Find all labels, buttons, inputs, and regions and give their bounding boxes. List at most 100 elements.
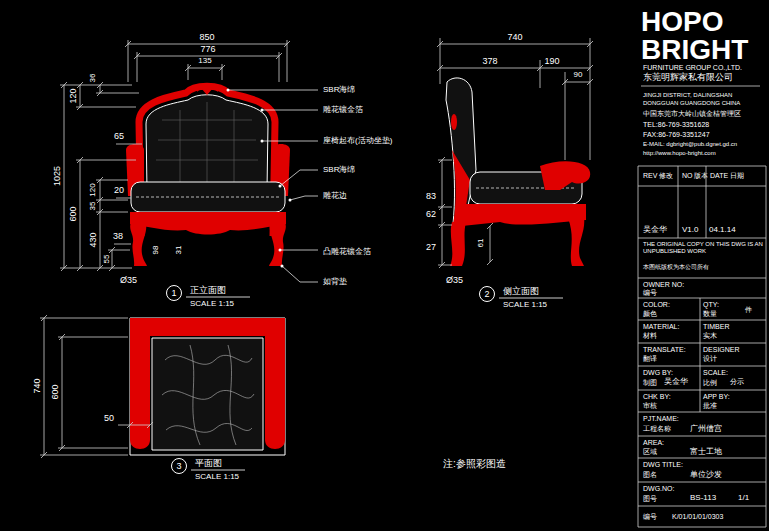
title-block-text: 件	[745, 306, 752, 313]
dimension-value: 740	[507, 33, 522, 42]
side-view-chair	[568, 218, 584, 266]
title-block-text: 制图	[643, 379, 657, 386]
dimension-value: 62	[426, 210, 436, 219]
title-block-lines	[641, 86, 760, 87]
title-block-text: 本图纸版权为本公司所有	[643, 264, 709, 270]
plan-view-chair	[130, 318, 285, 455]
view-number: 3	[176, 462, 181, 471]
callout-leader-dots	[279, 249, 282, 252]
view-title-underlines	[186, 297, 563, 470]
company-logo-text: FURNITURE GROUP CO.,LTD.	[643, 64, 742, 71]
callout-leader-dots	[289, 199, 292, 202]
title-block-text: MATERIAL:	[643, 323, 679, 330]
plan-view-dimension-lines	[41, 315, 65, 458]
dimension-value: 740	[33, 378, 42, 393]
dimension-value: 98	[152, 246, 160, 255]
title-block-text: QTY:	[703, 301, 719, 308]
title-block-text: 吴金华	[664, 378, 688, 386]
title-block-lines	[678, 166, 706, 412]
view-title: SCALE 1:15	[503, 301, 547, 309]
title-block-text: 比例	[703, 379, 717, 386]
title-block-text: 图号	[643, 495, 657, 502]
title-block-text: THE ORIGINAL COPY ON THIS DWG IS AN UNPU…	[643, 241, 763, 255]
side-view-dimension-lines	[437, 41, 593, 85]
company-address: JINGJI DISTRICT, DALINGSHAN	[643, 92, 732, 98]
view-title: 侧立面图	[503, 287, 539, 296]
view-number-circle: 2	[479, 286, 495, 302]
company-logo-text: 东莞明辉家私有限公司	[643, 73, 733, 82]
company-address: FAX:86-769-3351247	[643, 131, 710, 138]
title-block-text: 04.1.14	[709, 226, 736, 234]
title-block-text: DESIGNER	[703, 346, 740, 353]
callout-leader-dots	[281, 265, 284, 268]
title-block-text: PJT.NAME:	[643, 415, 679, 422]
title-block-text: K/01/01/01/0303	[672, 513, 723, 520]
side-view-chair	[451, 114, 457, 130]
view-number-circle: 1	[166, 285, 182, 301]
side-view-dimension-lines	[438, 160, 452, 265]
title-block-text: TIMBER	[703, 323, 729, 330]
dimension-value: Ø35	[120, 276, 137, 285]
front-view-dimension-lines	[128, 40, 287, 82]
front-view-dimension-lines	[61, 82, 115, 271]
plan-view-chair	[130, 318, 285, 455]
front-view-chair	[197, 83, 218, 95]
title-block-lines	[638, 166, 766, 527]
dimension-value: 135	[198, 57, 211, 65]
title-block-text: DWG.NO:	[643, 485, 675, 492]
side-view-dimension-lines	[440, 38, 590, 160]
title-block-lines	[638, 86, 766, 527]
dimension-value: 190	[544, 57, 559, 66]
title-block-text: 翻译	[643, 355, 657, 362]
dimension-value: 850	[199, 33, 214, 42]
callout-text: SBR海绵	[323, 166, 355, 174]
title-block-text: 单位沙发	[690, 471, 722, 479]
company-logo-text: HOPO	[641, 8, 723, 36]
title-block-text: 批准	[703, 402, 717, 409]
callout-leader-lines	[228, 90, 318, 282]
title-block-text: 富士工地	[690, 448, 722, 456]
dimension-value: 83	[426, 192, 436, 201]
callout-leader-dots	[261, 140, 264, 143]
title-block-text: NO 版本	[682, 172, 708, 179]
title-block-text: 图名	[643, 471, 657, 478]
side-view-dimension-lines	[439, 157, 445, 268]
front-view-chair	[131, 182, 285, 212]
dimension-value: 20	[114, 186, 124, 195]
callout-text: 雕花镶金箔	[323, 106, 363, 114]
dimension-value: 38	[113, 232, 123, 241]
dimension-value: 378	[482, 57, 497, 66]
title-block-text: 区域	[643, 448, 657, 455]
title-block-text: SCALE:	[703, 369, 728, 376]
side-view-chair	[446, 78, 590, 266]
front-view-dimension-lines	[64, 85, 112, 268]
title-block-text: BS-113	[690, 494, 716, 502]
side-view-chair	[460, 204, 586, 226]
plan-view-chair	[152, 338, 263, 450]
plan-view-dimension-lines	[40, 315, 153, 458]
title-block-text: 分示	[730, 378, 744, 385]
title-block-text: 广州借宫	[690, 425, 722, 433]
dimension-value: 600	[69, 206, 78, 221]
view-number-circle: 3	[171, 458, 187, 474]
callout-text: 雕花边	[323, 192, 347, 200]
view-title: SCALE 1:15	[190, 300, 234, 308]
side-view-dimension-lines	[437, 38, 593, 268]
callout-text: 凸雕花镶金箔	[323, 248, 371, 256]
dimension-value: 90	[574, 71, 583, 79]
callout-text: SBR海绵	[323, 86, 355, 94]
front-view-dimension-lines	[128, 44, 287, 68]
title-block-text: OWNER NO:	[643, 281, 684, 288]
title-block-text: DATE 日期	[710, 172, 744, 179]
plan-view-chair	[130, 318, 285, 336]
company-address: DONGGUAN GUANGDONG CHINA	[643, 100, 740, 106]
callout-leader-dots	[227, 89, 230, 92]
title-block-text: 编号	[643, 289, 657, 296]
callout-text: 座椅起布(活动坐垫)	[323, 137, 392, 145]
plan-view-chair	[130, 336, 150, 449]
dimension-value: 61	[477, 239, 485, 248]
title-block-text: 工程名称	[643, 425, 671, 432]
title-block-text: CHK BY:	[643, 393, 671, 400]
company-address: 中国东莞市大岭山镇金桔管理区	[643, 110, 741, 117]
note-text: 注:参照彩图造	[443, 459, 506, 469]
